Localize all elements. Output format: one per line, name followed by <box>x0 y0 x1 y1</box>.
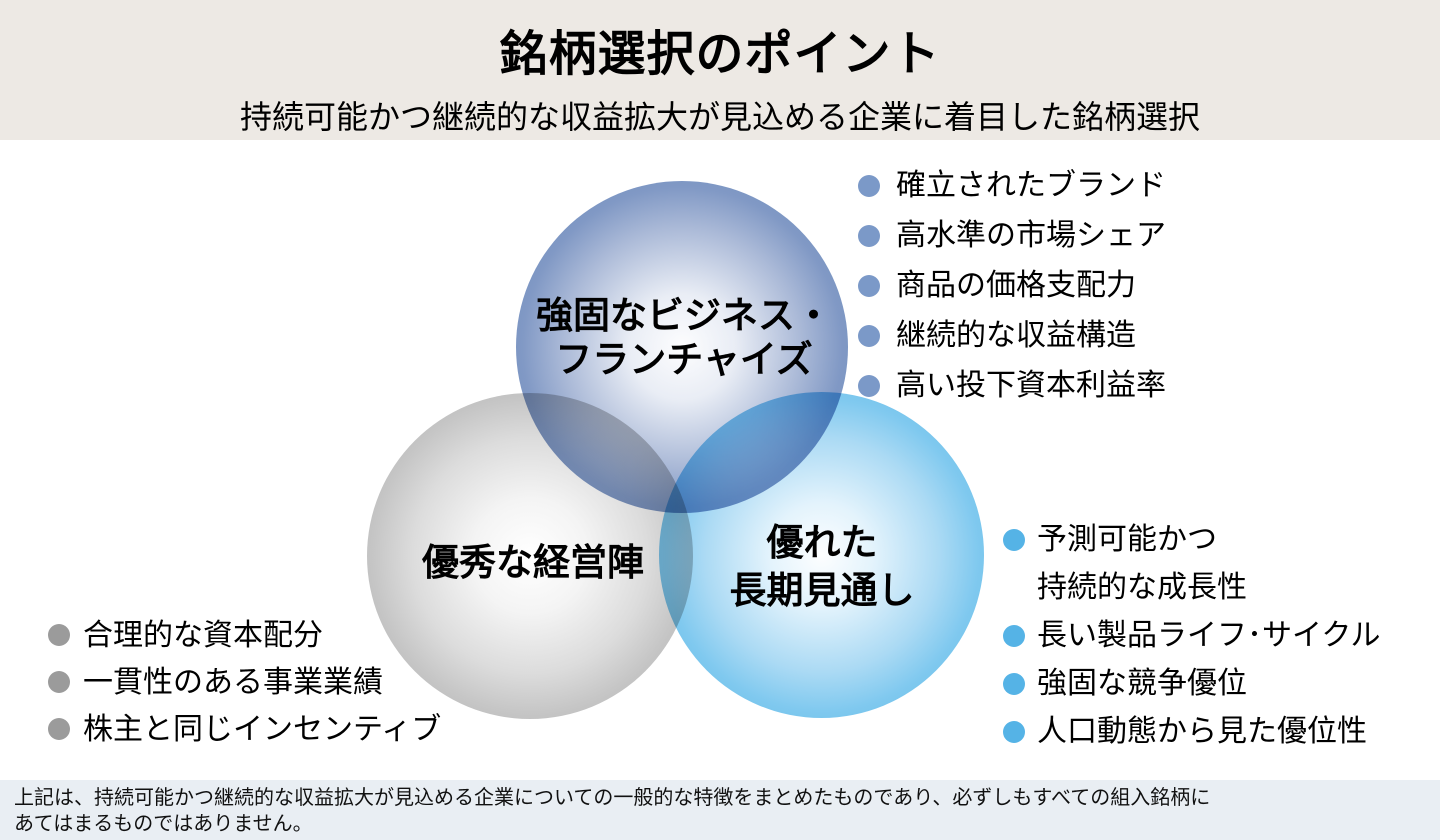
list-item-label: 合理的な資本配分 <box>83 619 323 652</box>
list-item-label: 株主と同じインセンティブ <box>83 713 442 746</box>
footer-band: 上記は、持続可能かつ継続的な収益拡大が見込める企業についての一般的な特徴をまとめ… <box>0 780 1440 840</box>
header-band: 銘柄選択のポイント 持続可能かつ継続的な収益拡大が見込める企業に着目した銘柄選択 <box>0 0 1440 140</box>
bullet-icon <box>858 175 880 197</box>
circle-long-term-outlook <box>659 392 984 718</box>
list-item: 株主と同じインセンティブ <box>48 706 441 753</box>
list-item-label: 一貫性のある事業業績 <box>83 666 383 699</box>
bullet-icon <box>858 225 880 247</box>
list-item: 予測可能かつ 持続的な成長性 <box>1003 516 1381 612</box>
circle-label-management: 優秀な経営陣 <box>422 542 644 583</box>
list-item-label: 強固な競争優位 <box>1037 667 1247 700</box>
list-item: 人口動態から見た優位性 <box>1003 708 1381 756</box>
bullet-icon <box>48 671 70 693</box>
bullet-icon <box>1003 529 1025 551</box>
management-feature-list: 合理的な資本配分 一貫性のある事業業績 株主と同じインセンティブ <box>48 612 441 753</box>
list-item: 継続的な収益構造 <box>858 311 1166 361</box>
circle-management <box>367 393 693 719</box>
list-item: 長い製品ライフ･サイクル <box>1003 612 1381 660</box>
disclaimer-text: 上記は、持続可能かつ継続的な収益拡大が見込める企業についての一般的な特徴をまとめ… <box>14 787 1211 835</box>
bullet-icon <box>858 375 880 397</box>
list-item: 高水準の市場シェア <box>858 211 1166 261</box>
page-title: 銘柄選択のポイント <box>499 28 941 81</box>
page-subtitle: 持続可能かつ継続的な収益拡大が見込める企業に着目した銘柄選択 <box>239 99 1200 135</box>
list-item-label: 確立されたブランド <box>896 169 1166 202</box>
list-item-label: 予測可能かつ 持続的な成長性 <box>1037 523 1247 604</box>
circle-label-business-franchise: 強固なビジネス・ フランチャイズ <box>536 295 832 380</box>
list-item: 確立されたブランド <box>858 161 1166 211</box>
list-item: 商品の価格支配力 <box>858 261 1166 311</box>
outlook-feature-list: 予測可能かつ 持続的な成長性 長い製品ライフ･サイクル 強固な競争優位 人口動態… <box>1003 516 1381 756</box>
bullet-icon <box>48 624 70 646</box>
list-item: 高い投下資本利益率 <box>858 361 1166 411</box>
bullet-icon <box>858 325 880 347</box>
circle-label-long-term-outlook: 優れた 長期見通し <box>729 522 915 611</box>
business-franchise-feature-list: 確立されたブランド 高水準の市場シェア 商品の価格支配力 継続的な収益構造 高い… <box>858 161 1166 411</box>
bullet-icon <box>858 275 880 297</box>
list-item: 合理的な資本配分 <box>48 612 441 659</box>
list-item: 強固な競争優位 <box>1003 660 1381 708</box>
list-item-label: 高水準の市場シェア <box>896 219 1166 252</box>
bullet-icon <box>48 718 70 740</box>
list-item-label: 商品の価格支配力 <box>896 269 1136 302</box>
list-item-label: 継続的な収益構造 <box>896 319 1136 352</box>
list-item-label: 長い製品ライフ･サイクル <box>1037 619 1381 652</box>
list-item-label: 人口動態から見た優位性 <box>1037 715 1367 748</box>
bullet-icon <box>1003 721 1025 743</box>
bullet-icon <box>1003 673 1025 695</box>
list-item: 一貫性のある事業業績 <box>48 659 441 706</box>
bullet-icon <box>1003 625 1025 647</box>
list-item-label: 高い投下資本利益率 <box>896 369 1166 402</box>
